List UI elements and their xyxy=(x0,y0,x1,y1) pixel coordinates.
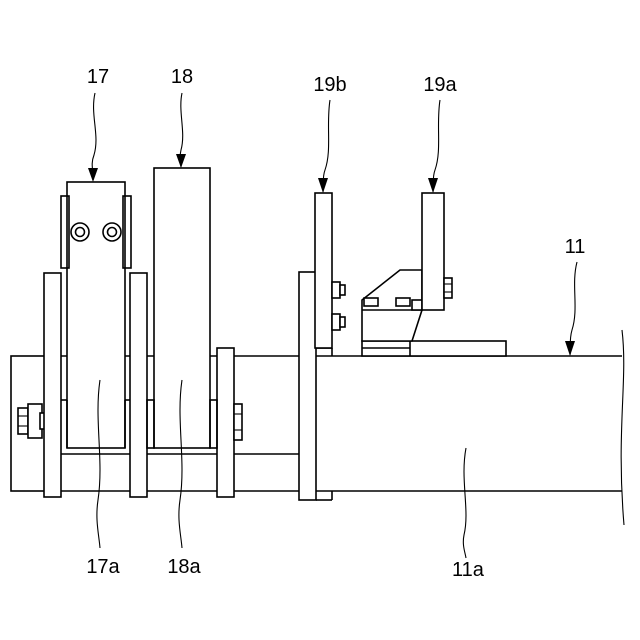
label-11: 11 xyxy=(565,236,586,258)
bolt-left xyxy=(18,404,46,438)
beam-11a xyxy=(300,330,624,525)
component-18 xyxy=(147,168,217,448)
label-18a: 18a xyxy=(167,556,201,578)
label-19a: 19a xyxy=(423,74,457,96)
plate-18-right xyxy=(217,348,234,497)
leader-17 xyxy=(92,93,96,180)
component-17 xyxy=(61,182,131,448)
label-18: 18 xyxy=(171,66,193,88)
leader-11a xyxy=(463,448,466,558)
bracket-19a xyxy=(362,270,422,341)
component-19a xyxy=(422,193,452,310)
label-11a: 11a xyxy=(452,559,485,581)
bolt-18 xyxy=(234,404,242,440)
label-17a: 17a xyxy=(86,556,120,578)
plate-17-left xyxy=(44,273,61,497)
component-19b xyxy=(315,193,345,348)
label-19b: 19b xyxy=(313,74,346,96)
plate-17-right xyxy=(130,273,147,497)
label-17: 17 xyxy=(87,66,109,88)
base-plate xyxy=(362,341,506,356)
